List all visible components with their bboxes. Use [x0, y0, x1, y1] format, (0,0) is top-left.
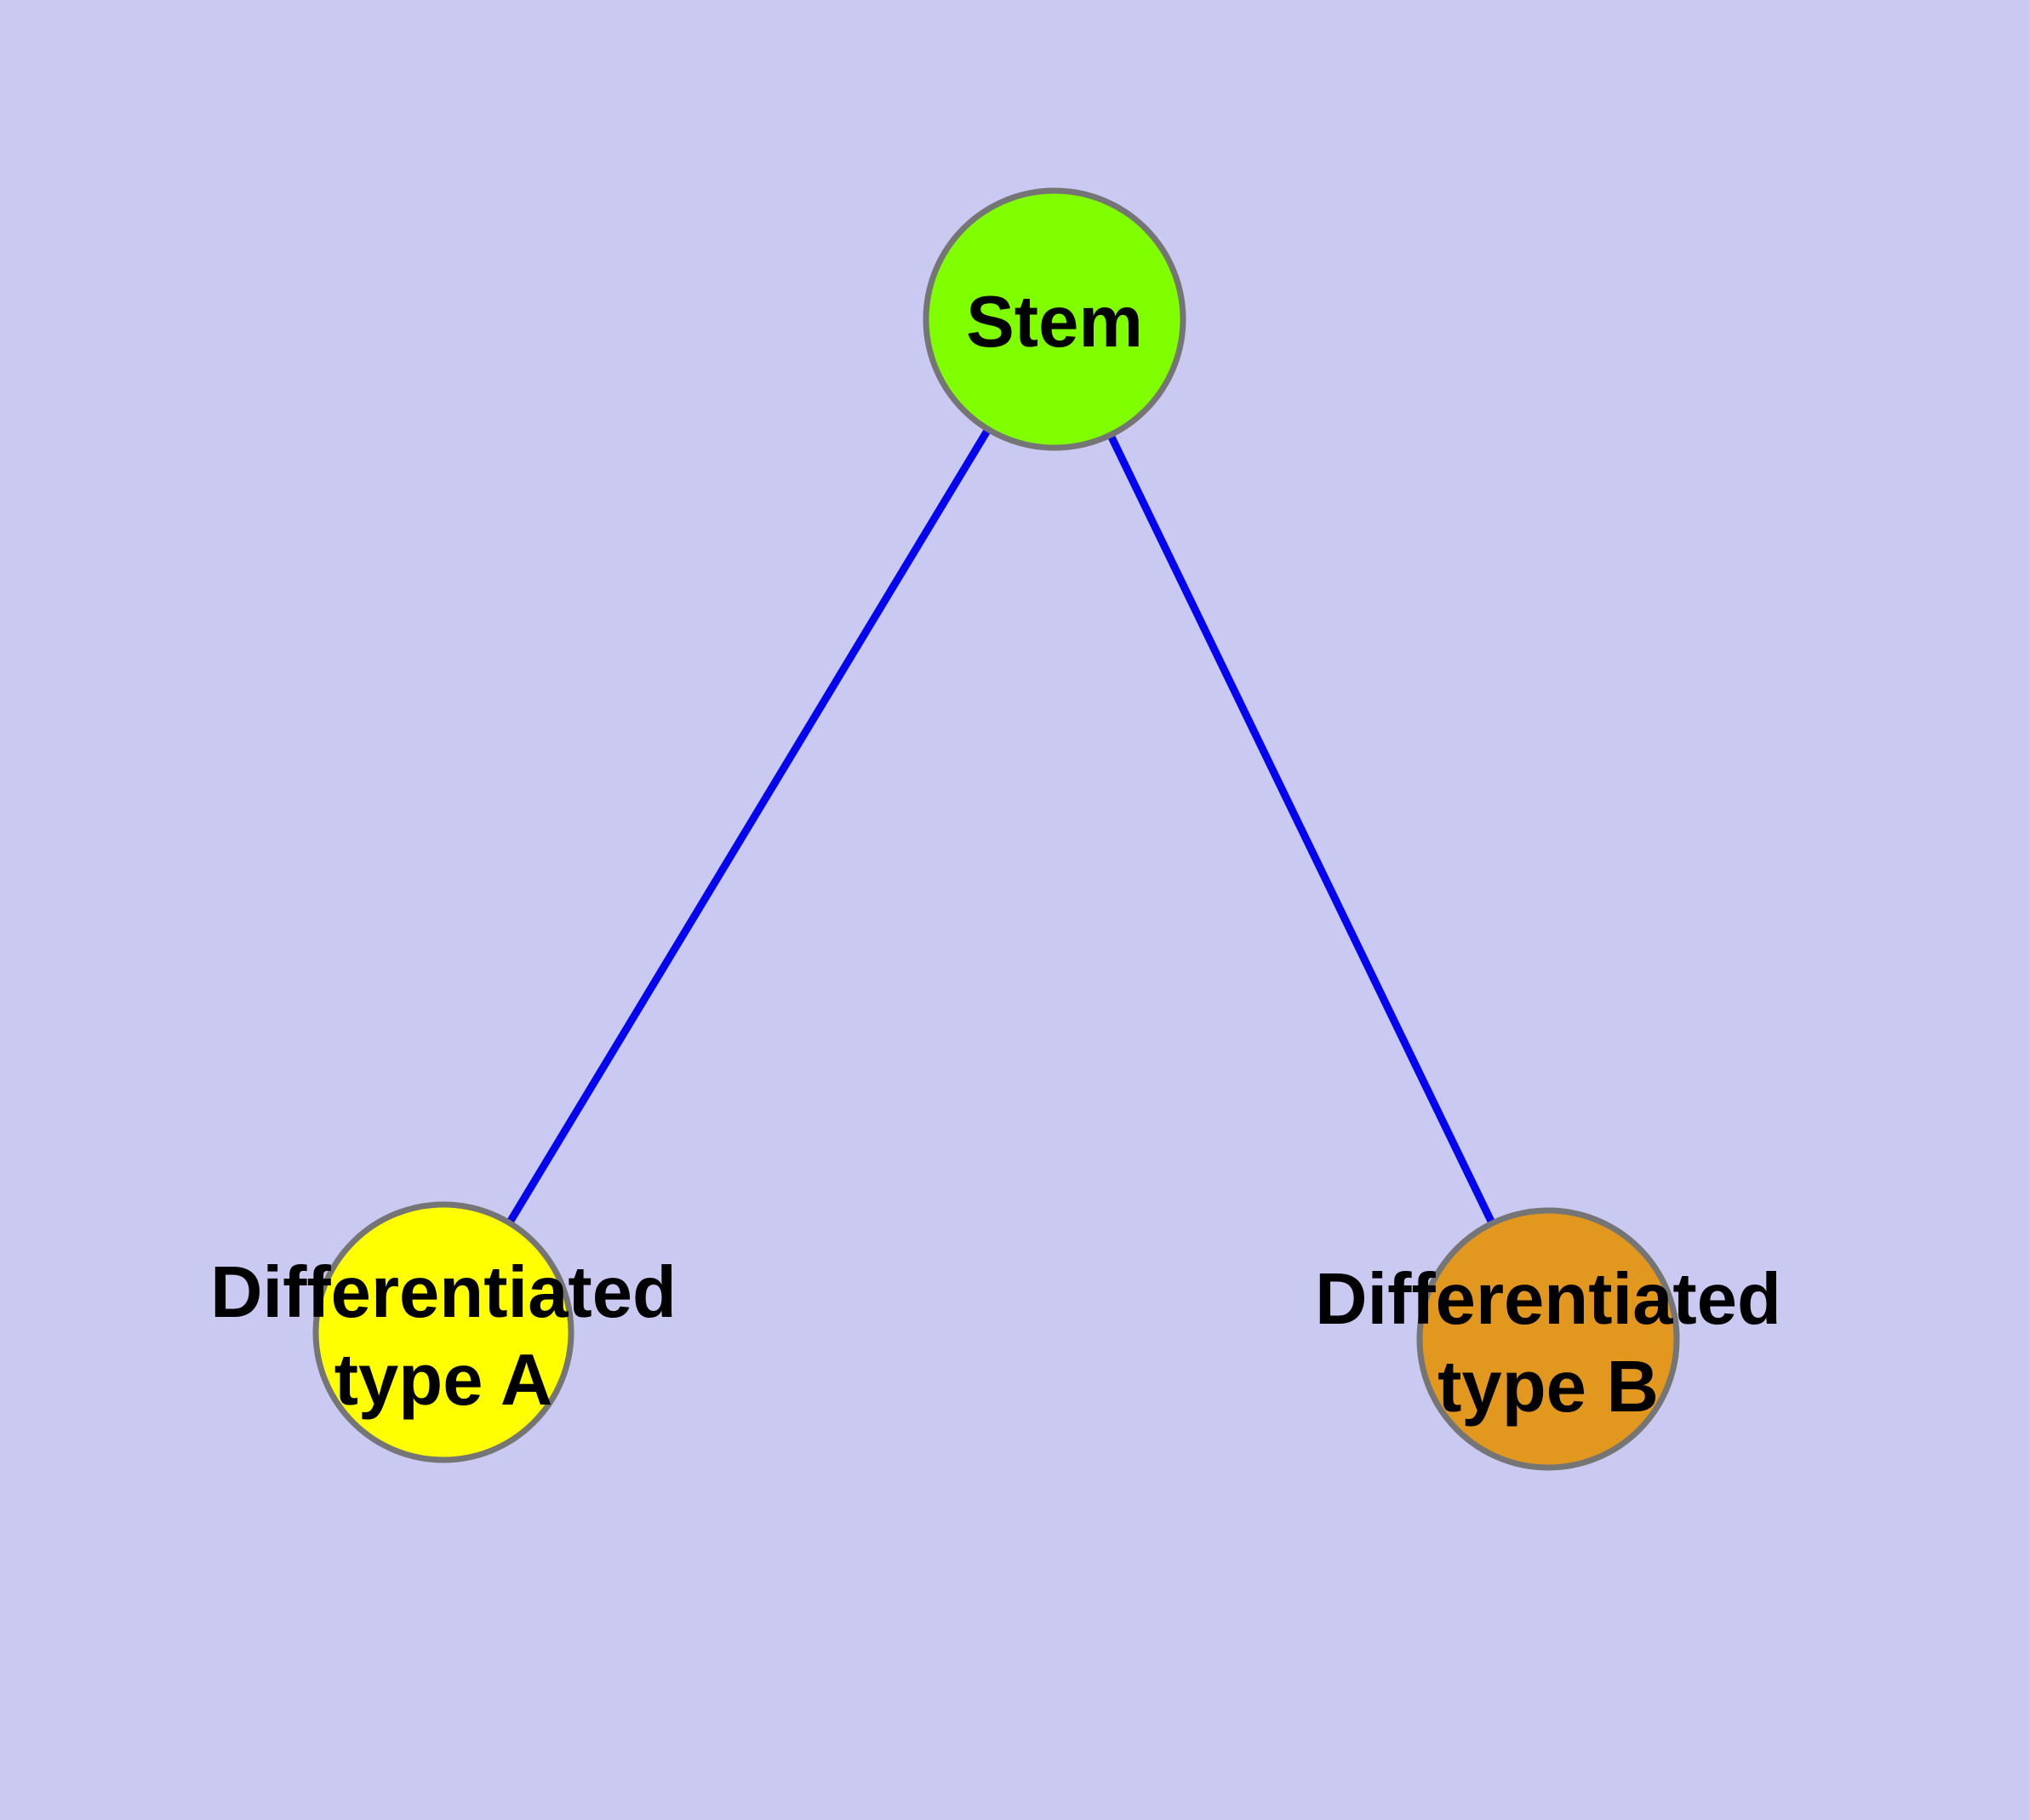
node-stem: [923, 187, 1186, 451]
node-stem-label: Stem: [966, 282, 1143, 363]
node-differentiated-type-b-label-line1: Differentiated: [1315, 1259, 1781, 1340]
node-differentiated-type-a-label-line2: type A: [334, 1340, 553, 1421]
edge-stem-to-type-a: [440, 317, 1058, 1335]
node-differentiated-type-a: [312, 1201, 574, 1463]
node-differentiated-type-a-label-line1: Differentiated: [210, 1252, 677, 1333]
node-differentiated-type-b: [1416, 1207, 1680, 1471]
edge-stem-to-type-b: [1050, 318, 1552, 1341]
node-differentiated-type-b-label-line2: type B: [1437, 1347, 1659, 1428]
